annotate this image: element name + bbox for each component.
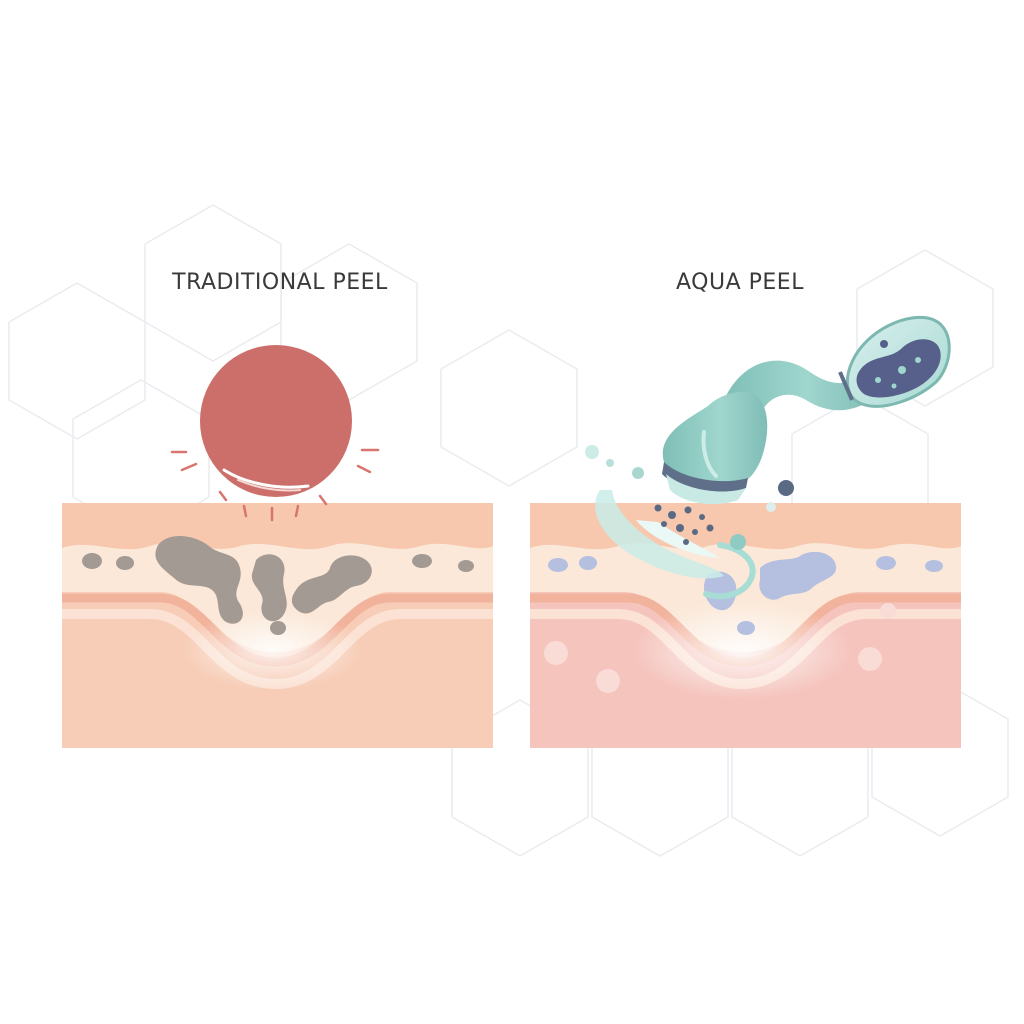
skin-glow: [632, 600, 852, 700]
hexagon-shape: [144, 204, 282, 362]
impurity-spot: [82, 553, 102, 569]
bubble: [766, 502, 776, 512]
particle: [706, 524, 714, 532]
heat-ray: [180, 462, 198, 472]
particle: [661, 521, 667, 527]
device-head: [662, 391, 768, 493]
acid-ball-icon: [200, 345, 352, 497]
particle-spray: [654, 504, 714, 545]
water-splash: [595, 490, 724, 579]
impurity-cluster: [759, 551, 837, 600]
impurity-spot: [579, 556, 597, 570]
device-highlight: [701, 430, 718, 478]
bubble: [730, 534, 746, 550]
particle: [654, 504, 662, 512]
impurity-spot: [270, 621, 286, 635]
particle: [676, 524, 684, 532]
hexagon-shape: [856, 249, 994, 407]
heat-ray: [318, 494, 328, 506]
heat-ray: [242, 504, 248, 518]
skin-bubble: [596, 669, 620, 693]
impurity-cluster: [251, 554, 287, 622]
impurity-spot: [876, 556, 896, 570]
skin-bubble: [544, 641, 568, 665]
acid-ball-highlight: [237, 479, 301, 492]
particle: [668, 511, 676, 519]
light-band-layer: [530, 543, 961, 652]
acid-ball-highlight: [222, 468, 310, 489]
water-splash: [703, 542, 756, 600]
vial-bubble: [915, 357, 921, 363]
impurity-cluster: [155, 536, 243, 624]
impurity-spot: [412, 554, 432, 568]
skin-glow: [182, 610, 362, 690]
vial-band: [838, 371, 854, 401]
hexagon-shape: [440, 329, 578, 487]
acid-ball: [200, 345, 352, 497]
vial-bubble: [898, 366, 906, 374]
aqua-peel-device-icon: [662, 315, 951, 505]
heat-ray: [294, 504, 300, 518]
impurity-spot: [737, 621, 755, 635]
bubble: [585, 445, 599, 459]
hexagon-shape: [8, 282, 146, 440]
bubble: [632, 467, 644, 479]
skin-cross-section-right: [530, 503, 961, 748]
impurity-spot: [925, 560, 943, 572]
water-splash: [636, 520, 720, 558]
bubble-icon: [585, 445, 794, 550]
impurity-spot: [548, 558, 568, 572]
aqua-peel-title: AQUA PEEL: [676, 270, 804, 295]
aqua-peel-panel: [530, 315, 961, 748]
gray-impurities: [82, 536, 474, 635]
skin-bubble: [858, 647, 882, 671]
bubble: [606, 459, 614, 467]
traditional-peel-panel: [62, 345, 493, 748]
blue-impurities: [548, 551, 943, 635]
water-splash-icon: [595, 490, 756, 600]
impurity-spot: [116, 556, 134, 570]
impurity-cluster: [703, 571, 737, 611]
impurity-spot: [458, 560, 474, 572]
vial-bubble: [891, 383, 897, 389]
particle: [684, 506, 692, 514]
vial-bubble: [880, 340, 888, 348]
vial-bubble: [875, 377, 881, 383]
particle: [692, 529, 698, 535]
impurity-cluster: [291, 555, 372, 614]
heat-ray: [218, 490, 228, 502]
device-nozzle: [666, 474, 746, 505]
traditional-peel-title: TRADITIONAL PEEL: [172, 270, 388, 295]
bubble: [778, 480, 794, 496]
heat-ray: [356, 464, 372, 474]
skin-bubble: [880, 603, 896, 619]
particle: [699, 514, 705, 520]
heat-ray-icon: [170, 448, 380, 522]
particle: [683, 539, 689, 545]
